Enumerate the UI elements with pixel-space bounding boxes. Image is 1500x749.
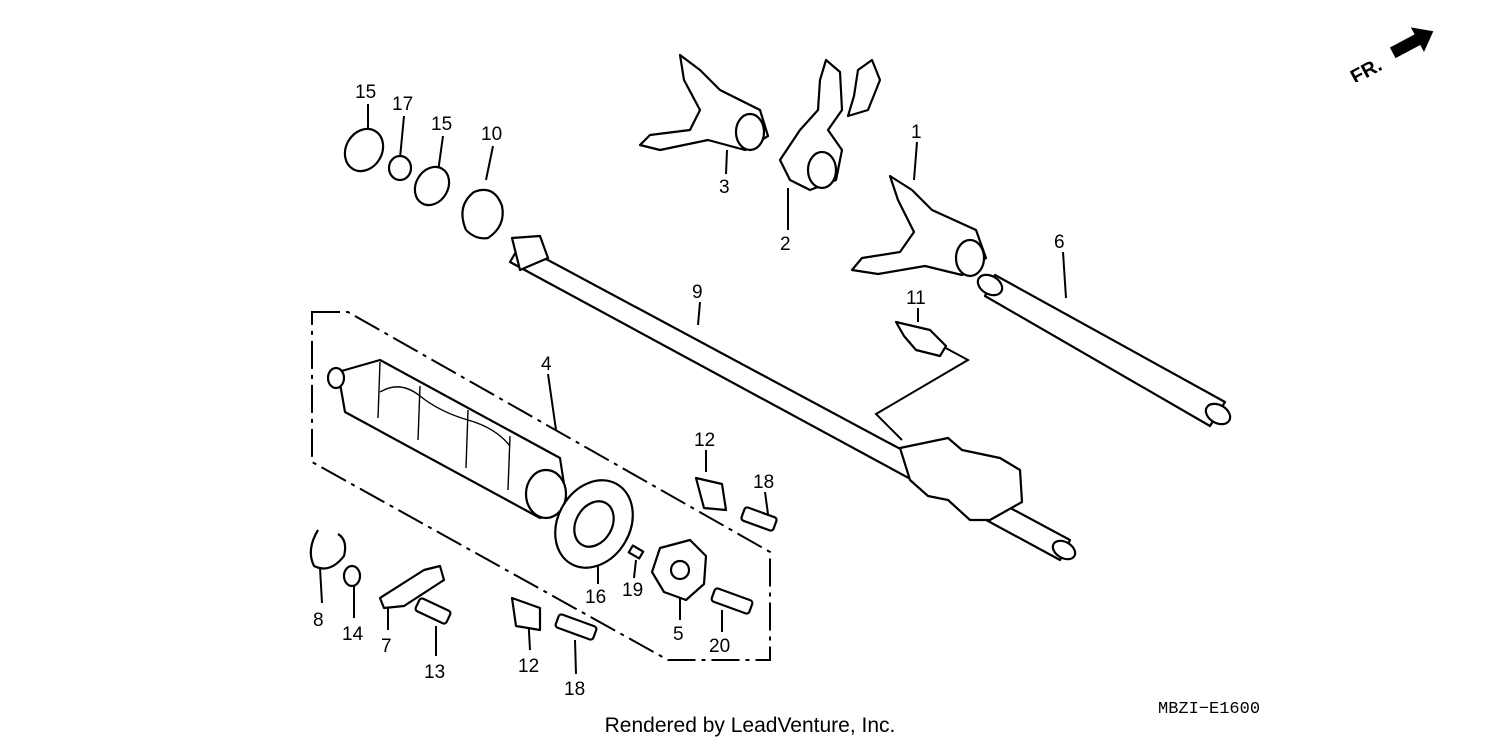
callout-12-a: 12 xyxy=(694,430,715,451)
spring-8 xyxy=(309,529,347,570)
bolt-13 xyxy=(414,597,452,625)
callout-16: 16 xyxy=(585,587,606,608)
front-direction-indicator: FR. xyxy=(1347,27,1434,82)
callout-19: 19 xyxy=(622,580,643,601)
shift-fork-2 xyxy=(778,58,882,192)
pin-11 xyxy=(894,320,948,358)
drum-center-5 xyxy=(650,538,708,602)
callout-20: 20 xyxy=(709,636,730,657)
credit-line: Rendered by LeadVenture, Inc. xyxy=(604,714,896,737)
washer-15-right xyxy=(413,165,451,207)
callout-3: 3 xyxy=(719,177,730,198)
circlip-17 xyxy=(387,154,413,182)
callout-17: 17 xyxy=(392,94,413,115)
diagram-code: MBZI−E1600 xyxy=(1158,700,1261,719)
bearing-16 xyxy=(554,479,634,569)
callout-13: 13 xyxy=(424,662,445,683)
callout-14: 14 xyxy=(342,624,364,645)
bearing-stopper-12-lower xyxy=(510,596,542,632)
shift-drum-4 xyxy=(326,358,570,520)
direction-label: FR. xyxy=(1347,54,1386,82)
callout-labels: 15 17 15 10 3 2 1 6 9 11 4 12 18 8 14 7 … xyxy=(313,82,1065,700)
spring-10 xyxy=(461,188,504,240)
callout-2: 2 xyxy=(780,234,791,255)
bearing-stopper-12-upper xyxy=(694,476,728,512)
arrow-right-icon xyxy=(1389,27,1434,59)
callout-18-b: 18 xyxy=(564,679,585,700)
callout-8: 8 xyxy=(313,610,324,631)
stopper-plate xyxy=(898,436,1024,522)
callout-4: 4 xyxy=(541,354,552,375)
callout-6: 6 xyxy=(1054,232,1065,253)
assembly-outline xyxy=(311,311,771,661)
bolt-18-upper xyxy=(740,506,778,532)
callout-10: 10 xyxy=(481,124,502,145)
stopper-arm-7 xyxy=(378,564,446,610)
shift-fork-3 xyxy=(638,53,770,152)
callout-9: 9 xyxy=(692,282,703,303)
callout-12-b: 12 xyxy=(518,656,539,677)
bolt-18-lower xyxy=(554,613,598,641)
callout-11: 11 xyxy=(906,288,926,309)
callout-15-a: 15 xyxy=(355,82,376,103)
bolt-20 xyxy=(710,587,754,615)
washer-15-left xyxy=(343,127,385,173)
dowel-pin-19 xyxy=(627,544,645,560)
washer-14 xyxy=(342,564,362,588)
leader-lines xyxy=(319,104,1067,675)
callout-1: 1 xyxy=(911,122,922,143)
callout-18-a: 18 xyxy=(753,472,774,493)
fork-shaft-6 xyxy=(976,273,1232,428)
callout-5: 5 xyxy=(673,624,684,645)
callout-7: 7 xyxy=(381,636,392,657)
shift-fork-1 xyxy=(850,174,988,278)
callout-15-b: 15 xyxy=(431,114,452,135)
